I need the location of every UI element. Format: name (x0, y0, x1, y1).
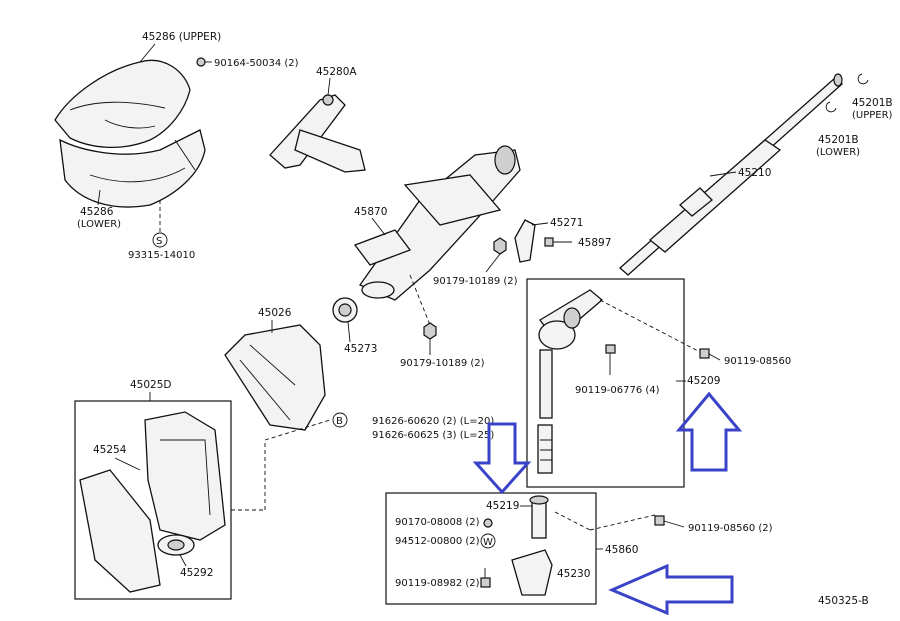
bracket-45271 (514, 219, 536, 263)
b-symbol-text: B (336, 416, 343, 427)
box-45025d (74, 400, 232, 600)
label-45230: 45230 (557, 568, 590, 580)
arrow-left-icon (608, 563, 734, 616)
bolt-90119-08560-b (654, 515, 685, 528)
washer-w-symbol (480, 533, 496, 549)
bolt-90119-08560 (699, 348, 721, 361)
clip-b-symbol (332, 412, 348, 428)
label-90170-08008: 90170-08008 (2) (395, 517, 480, 528)
label-45219: 45219 (486, 500, 519, 512)
label-45201b-lower-suffix: (LOWER) (816, 147, 860, 158)
label-90119-08982: 90119-08982 (2) (395, 578, 480, 589)
label-90119-08560: 90119-08560 (724, 356, 791, 367)
label-90179-10189-b: 90179-10189 (2) (400, 358, 485, 369)
label-45025d: 45025D (130, 379, 172, 391)
screw-90164 (196, 57, 212, 67)
label-45201b-upper-suffix: (UPPER) (852, 110, 893, 121)
s-symbol-text: S (156, 236, 162, 247)
label-45897: 45897 (578, 237, 611, 249)
plate-45025d (79, 411, 226, 593)
label-90179-10189-a: 90179-10189 (2) (433, 276, 518, 287)
snap-ring-upper (857, 73, 869, 85)
box-45209 (526, 278, 685, 488)
label-45271: 45271 (550, 217, 583, 229)
label-45870: 45870 (354, 206, 387, 218)
diagram-id: 450325-B (818, 595, 869, 607)
arrow-up-icon (675, 391, 743, 472)
label-45201b-lower: 45201B (818, 134, 859, 146)
column-tube-45870 (353, 145, 521, 301)
label-94512-00800: 94512-00800 (2) (395, 536, 480, 547)
universal-joint-45209 (537, 289, 604, 474)
label-45860: 45860 (605, 544, 638, 556)
box-45860 (385, 492, 597, 605)
bearing-45273 (332, 297, 358, 323)
bolt-45897 (544, 237, 572, 247)
label-45280a: 45280A (316, 66, 357, 78)
label-45286-upper: 45286 (UPPER) (142, 31, 221, 43)
label-91626-60625: 91626-60625 (3) (L=25) (372, 430, 494, 441)
seal-45292 (157, 534, 195, 556)
label-45254: 45254 (93, 444, 127, 456)
label-90119-06776: 90119-06776 (4) (575, 385, 660, 396)
label-45286-lower: 45286 (80, 206, 114, 218)
label-90119-08560-2: 90119-08560 (2) (688, 523, 773, 534)
w-symbol-text: W (483, 537, 493, 548)
bolt-90119-08982 (480, 568, 491, 588)
arrow-down-icon (472, 422, 532, 495)
label-93315-14010: 93315-14010 (128, 250, 195, 261)
label-45286-lower-suffix: (LOWER) (77, 219, 121, 230)
bolt-90119-06776 (605, 344, 616, 375)
label-45210: 45210 (738, 167, 771, 179)
clip-s-symbol (152, 232, 168, 248)
label-90164-50034: 90164-50034 (2) (214, 58, 299, 69)
label-45273: 45273 (344, 343, 377, 355)
column-cover-upper (54, 59, 191, 149)
label-45026: 45026 (258, 307, 292, 319)
sliding-yoke-45219 (529, 495, 549, 539)
label-45201b-upper: 45201B (852, 97, 893, 109)
nut-90179-b (423, 322, 437, 340)
snap-ring-lower (825, 101, 837, 113)
nut-90179-a (493, 237, 507, 255)
steering-main-shaft-45210 (619, 73, 843, 276)
bracket-45280a (269, 94, 366, 173)
label-45292: 45292 (180, 567, 213, 579)
label-91626-60620: 91626-60620 (2) (L=20) (372, 416, 494, 427)
label-45209: 45209 (687, 375, 720, 387)
nut-90170 (483, 518, 493, 528)
column-hole-cover-45026 (224, 324, 326, 431)
bracket-45230 (511, 549, 553, 596)
column-cover-lower (59, 129, 206, 208)
